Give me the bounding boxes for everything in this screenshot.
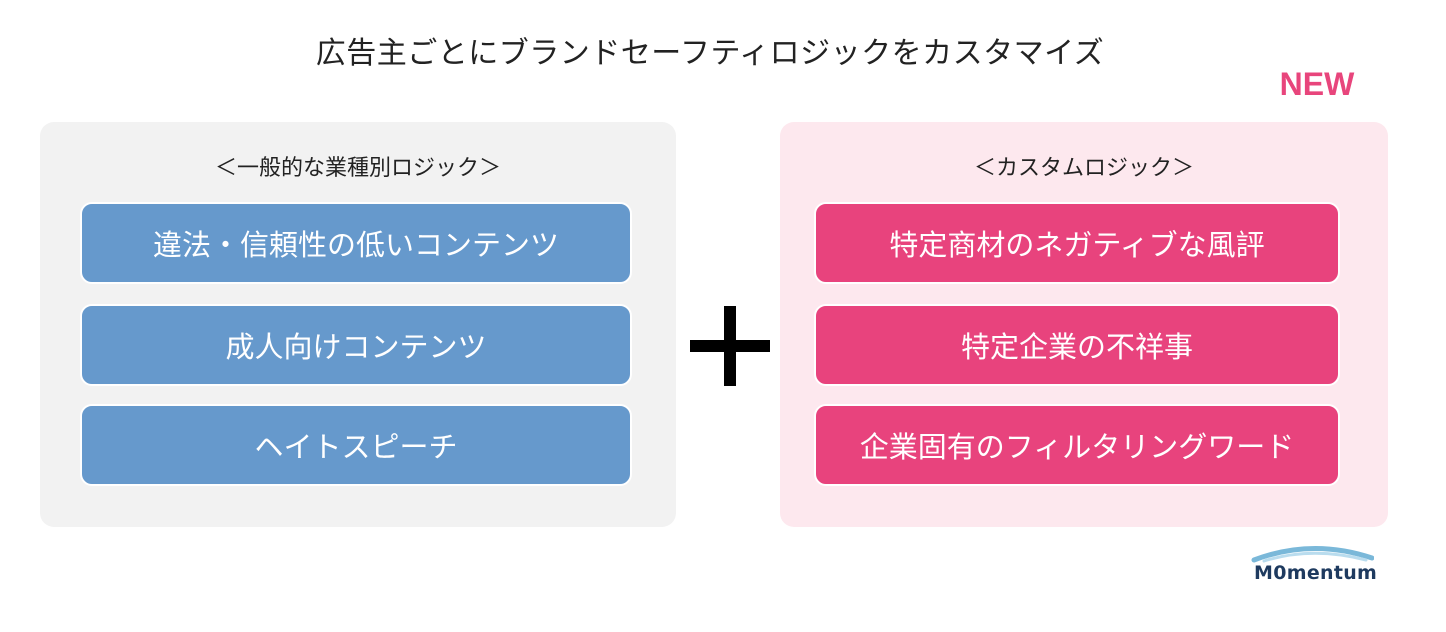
plus-icon: [690, 306, 770, 386]
general-logic-item: ヘイトスピーチ: [80, 404, 632, 486]
custom-logic-item: 特定商材のネガティブな風評: [814, 202, 1340, 284]
logo-arc-icon: [1251, 546, 1374, 563]
custom-logic-panel: ＜カスタムロジック＞ 特定商材のネガティブな風評 特定企業の不祥事 企業固有のフ…: [780, 122, 1388, 527]
custom-logic-item: 企業固有のフィルタリングワード: [814, 404, 1340, 486]
custom-logic-item: 特定企業の不祥事: [814, 304, 1340, 386]
general-logic-panel: ＜一般的な業種別ロジック＞ 違法・信頼性の低いコンテンツ 成人向けコンテンツ ヘ…: [40, 122, 676, 527]
logo-text: M0mentum: [1254, 562, 1378, 584]
custom-logic-heading: ＜カスタムロジック＞: [973, 156, 1194, 181]
new-badge: NEW: [1279, 66, 1355, 102]
general-logic-item: 違法・信頼性の低いコンテンツ: [80, 202, 632, 284]
general-logic-heading: ＜一般的な業種別ロジック＞: [214, 156, 501, 181]
momentum-logo: M0mentum: [1250, 544, 1378, 584]
general-logic-item: 成人向けコンテンツ: [80, 304, 632, 386]
plus-vertical-bar: [724, 306, 736, 386]
page-title: 広告主ごとにブランドセーフティロジックをカスタマイズ: [315, 36, 1105, 71]
